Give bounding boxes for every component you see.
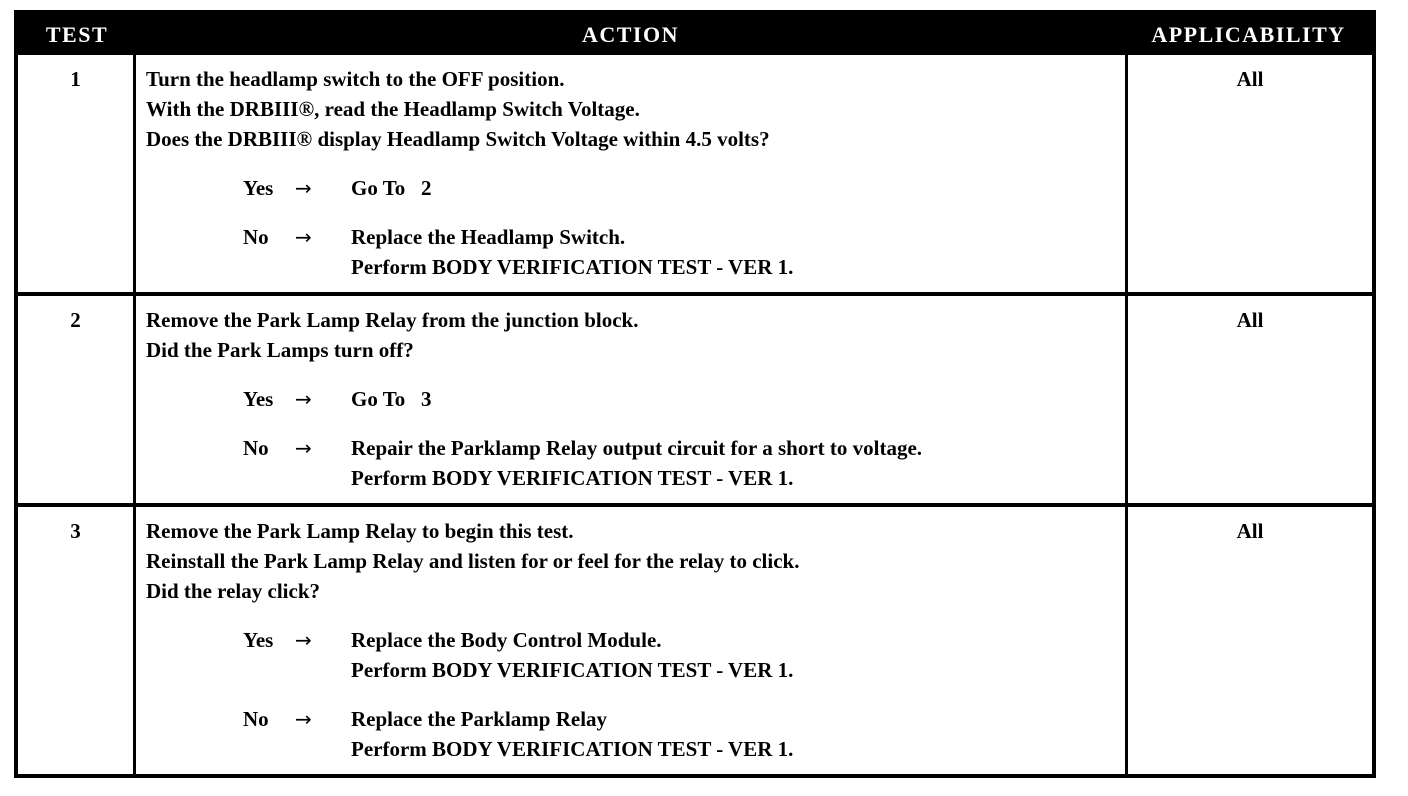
result-line: Perform BODY VERIFICATION TEST - VER 1.: [351, 466, 794, 490]
arrow-icon: →: [295, 436, 312, 460]
indent-spacer: [146, 625, 243, 685]
test-number: 1: [18, 55, 136, 292]
branch-label-no: No: [243, 436, 269, 460]
indent-spacer: [146, 433, 243, 493]
branch-label-yes: Yes: [243, 176, 274, 200]
table-row: 3 Remove the Park Lamp Relay to begin th…: [18, 503, 1372, 774]
branch-label-no: No: [243, 707, 269, 731]
table-row: 1 Turn the headlamp switch to the OFF po…: [18, 55, 1372, 292]
no-branch: No → Replace the Parklamp Relay Perform …: [146, 704, 1115, 764]
result-line: Perform BODY VERIFICATION TEST - VER 1.: [351, 658, 794, 682]
yes-branch: Yes → Replace the Body Control Module. P…: [146, 625, 1115, 685]
table-header-row: TEST ACTION APPLICABILITY: [18, 14, 1372, 55]
table-row: 2 Remove the Park Lamp Relay from the ju…: [18, 292, 1372, 503]
action-line: Reinstall the Park Lamp Relay and listen…: [146, 549, 800, 573]
action-line: Does the DRBIII® display Headlamp Switch…: [146, 127, 770, 151]
result-line: Replace the Parklamp Relay: [351, 707, 608, 731]
arrow-icon: →: [295, 176, 312, 200]
result-line: Go To 2: [351, 176, 432, 200]
action-line: Turn the headlamp switch to the OFF posi…: [146, 67, 565, 91]
no-branch: No → Repair the Parklamp Relay output ci…: [146, 433, 1115, 493]
test-number: 3: [18, 507, 136, 774]
result-line: Go To 3: [351, 387, 432, 411]
arrow-icon: →: [295, 225, 312, 249]
indent-spacer: [146, 173, 243, 203]
result-line: Repair the Parklamp Relay output circuit…: [351, 436, 923, 460]
action-cell: Turn the headlamp switch to the OFF posi…: [136, 55, 1125, 292]
arrow-icon: →: [295, 628, 312, 652]
action-line: Remove the Park Lamp Relay from the junc…: [146, 308, 639, 332]
branch-label-no: No: [243, 225, 269, 249]
result-line: Perform BODY VERIFICATION TEST - VER 1.: [351, 737, 794, 761]
indent-spacer: [146, 222, 243, 282]
header-test: TEST: [45, 21, 109, 47]
branch-label-yes: Yes: [243, 387, 274, 411]
indent-spacer: [146, 704, 243, 764]
arrow-icon: →: [295, 707, 312, 731]
branch-result: Replace the Parklamp Relay Perform BODY …: [351, 704, 1115, 764]
yes-branch: Yes → Go To 2: [146, 173, 1115, 203]
applicability-cell: All: [1125, 296, 1372, 503]
action-line: With the DRBIII®, read the Headlamp Swit…: [146, 97, 640, 121]
arrow-icon: →: [295, 387, 312, 411]
branch-label-yes: Yes: [243, 628, 274, 652]
applicability-cell: All: [1125, 507, 1372, 774]
header-action: ACTION: [581, 21, 679, 47]
yes-branch: Yes → Go To 3: [146, 384, 1115, 414]
branch-result: Go To 2: [351, 173, 1115, 203]
test-number: 2: [18, 296, 136, 503]
action-cell: Remove the Park Lamp Relay from the junc…: [136, 296, 1125, 503]
result-line: Perform BODY VERIFICATION TEST - VER 1.: [351, 255, 794, 279]
action-cell: Remove the Park Lamp Relay to begin this…: [136, 507, 1125, 774]
indent-spacer: [146, 384, 243, 414]
branch-result: Replace the Headlamp Switch. Perform BOD…: [351, 222, 1115, 282]
header-applicability: APPLICABILITY: [1151, 21, 1346, 47]
action-line: Remove the Park Lamp Relay to begin this…: [146, 519, 574, 543]
result-line: Replace the Body Control Module.: [351, 628, 662, 652]
branch-result: Repair the Parklamp Relay output circuit…: [351, 433, 1115, 493]
action-line: Did the Park Lamps turn off?: [146, 338, 414, 362]
result-line: Replace the Headlamp Switch.: [351, 225, 626, 249]
action-line: Did the relay click?: [146, 579, 321, 603]
branch-result: Go To 3: [351, 384, 1115, 414]
branch-result: Replace the Body Control Module. Perform…: [351, 625, 1115, 685]
no-branch: No → Replace the Headlamp Switch. Perfor…: [146, 222, 1115, 282]
diagnostic-test-table: TEST ACTION APPLICABILITY 1 Turn the hea…: [14, 10, 1376, 778]
applicability-cell: All: [1125, 55, 1372, 292]
